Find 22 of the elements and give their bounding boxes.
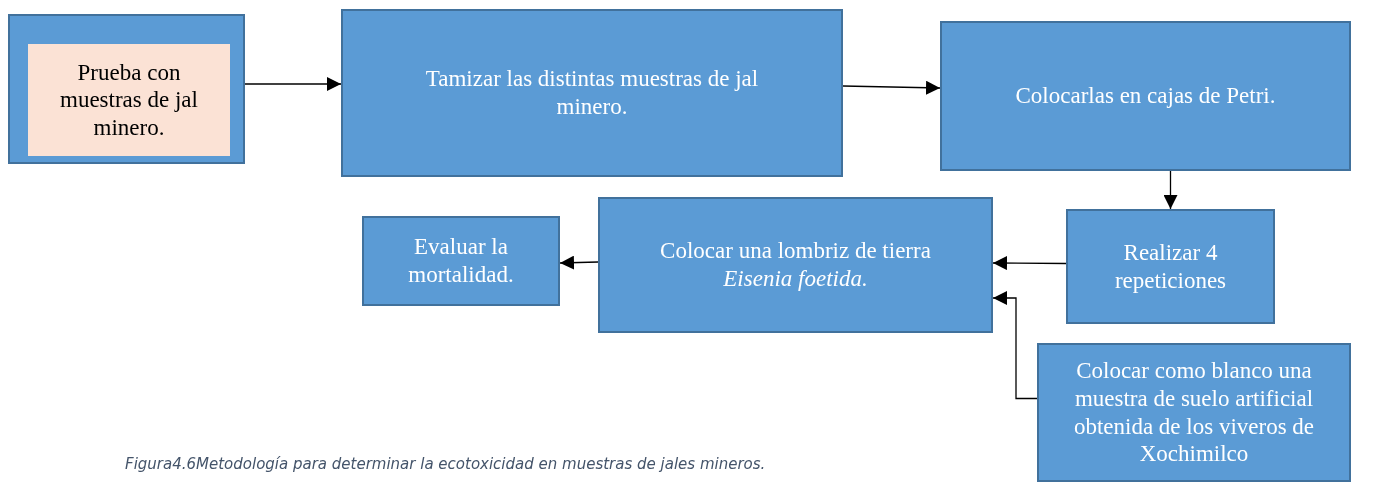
box-text: Tamizar las distintas muestras de jal minero. [424,65,760,121]
process-box [1066,209,1275,324]
process-box [8,14,245,164]
arrow [1163,170,1178,210]
arrow [559,255,599,270]
process-box [940,21,1351,171]
box-text: Colocar una lombriz de tierra Eisenia foetida. [659,237,932,293]
box-text: Colocarlas en cajas de Petri. [1015,82,1276,110]
box-text: Prueba con muestras de jal minero. [59,58,199,142]
process-box [598,197,993,333]
arrow [244,77,342,91]
process-box [1037,343,1351,482]
arrow [992,256,1067,271]
figure-caption: Figura4.6Metodología para determinar la ecotoxicidad en muestras de jales mineros. [125,455,766,473]
inner-box [28,44,230,156]
box-text: Colocar como blanco una muestra de suelo artificial obtenida de los viveros de Xochimilco [1072,357,1316,468]
process-box [362,216,560,306]
arrow [842,80,941,95]
box-text: Realizar 4 repeticiones [1113,238,1228,295]
arrow [992,291,1038,400]
box-text: Evaluar la mortalidad. [407,233,515,289]
process-box [341,9,843,177]
